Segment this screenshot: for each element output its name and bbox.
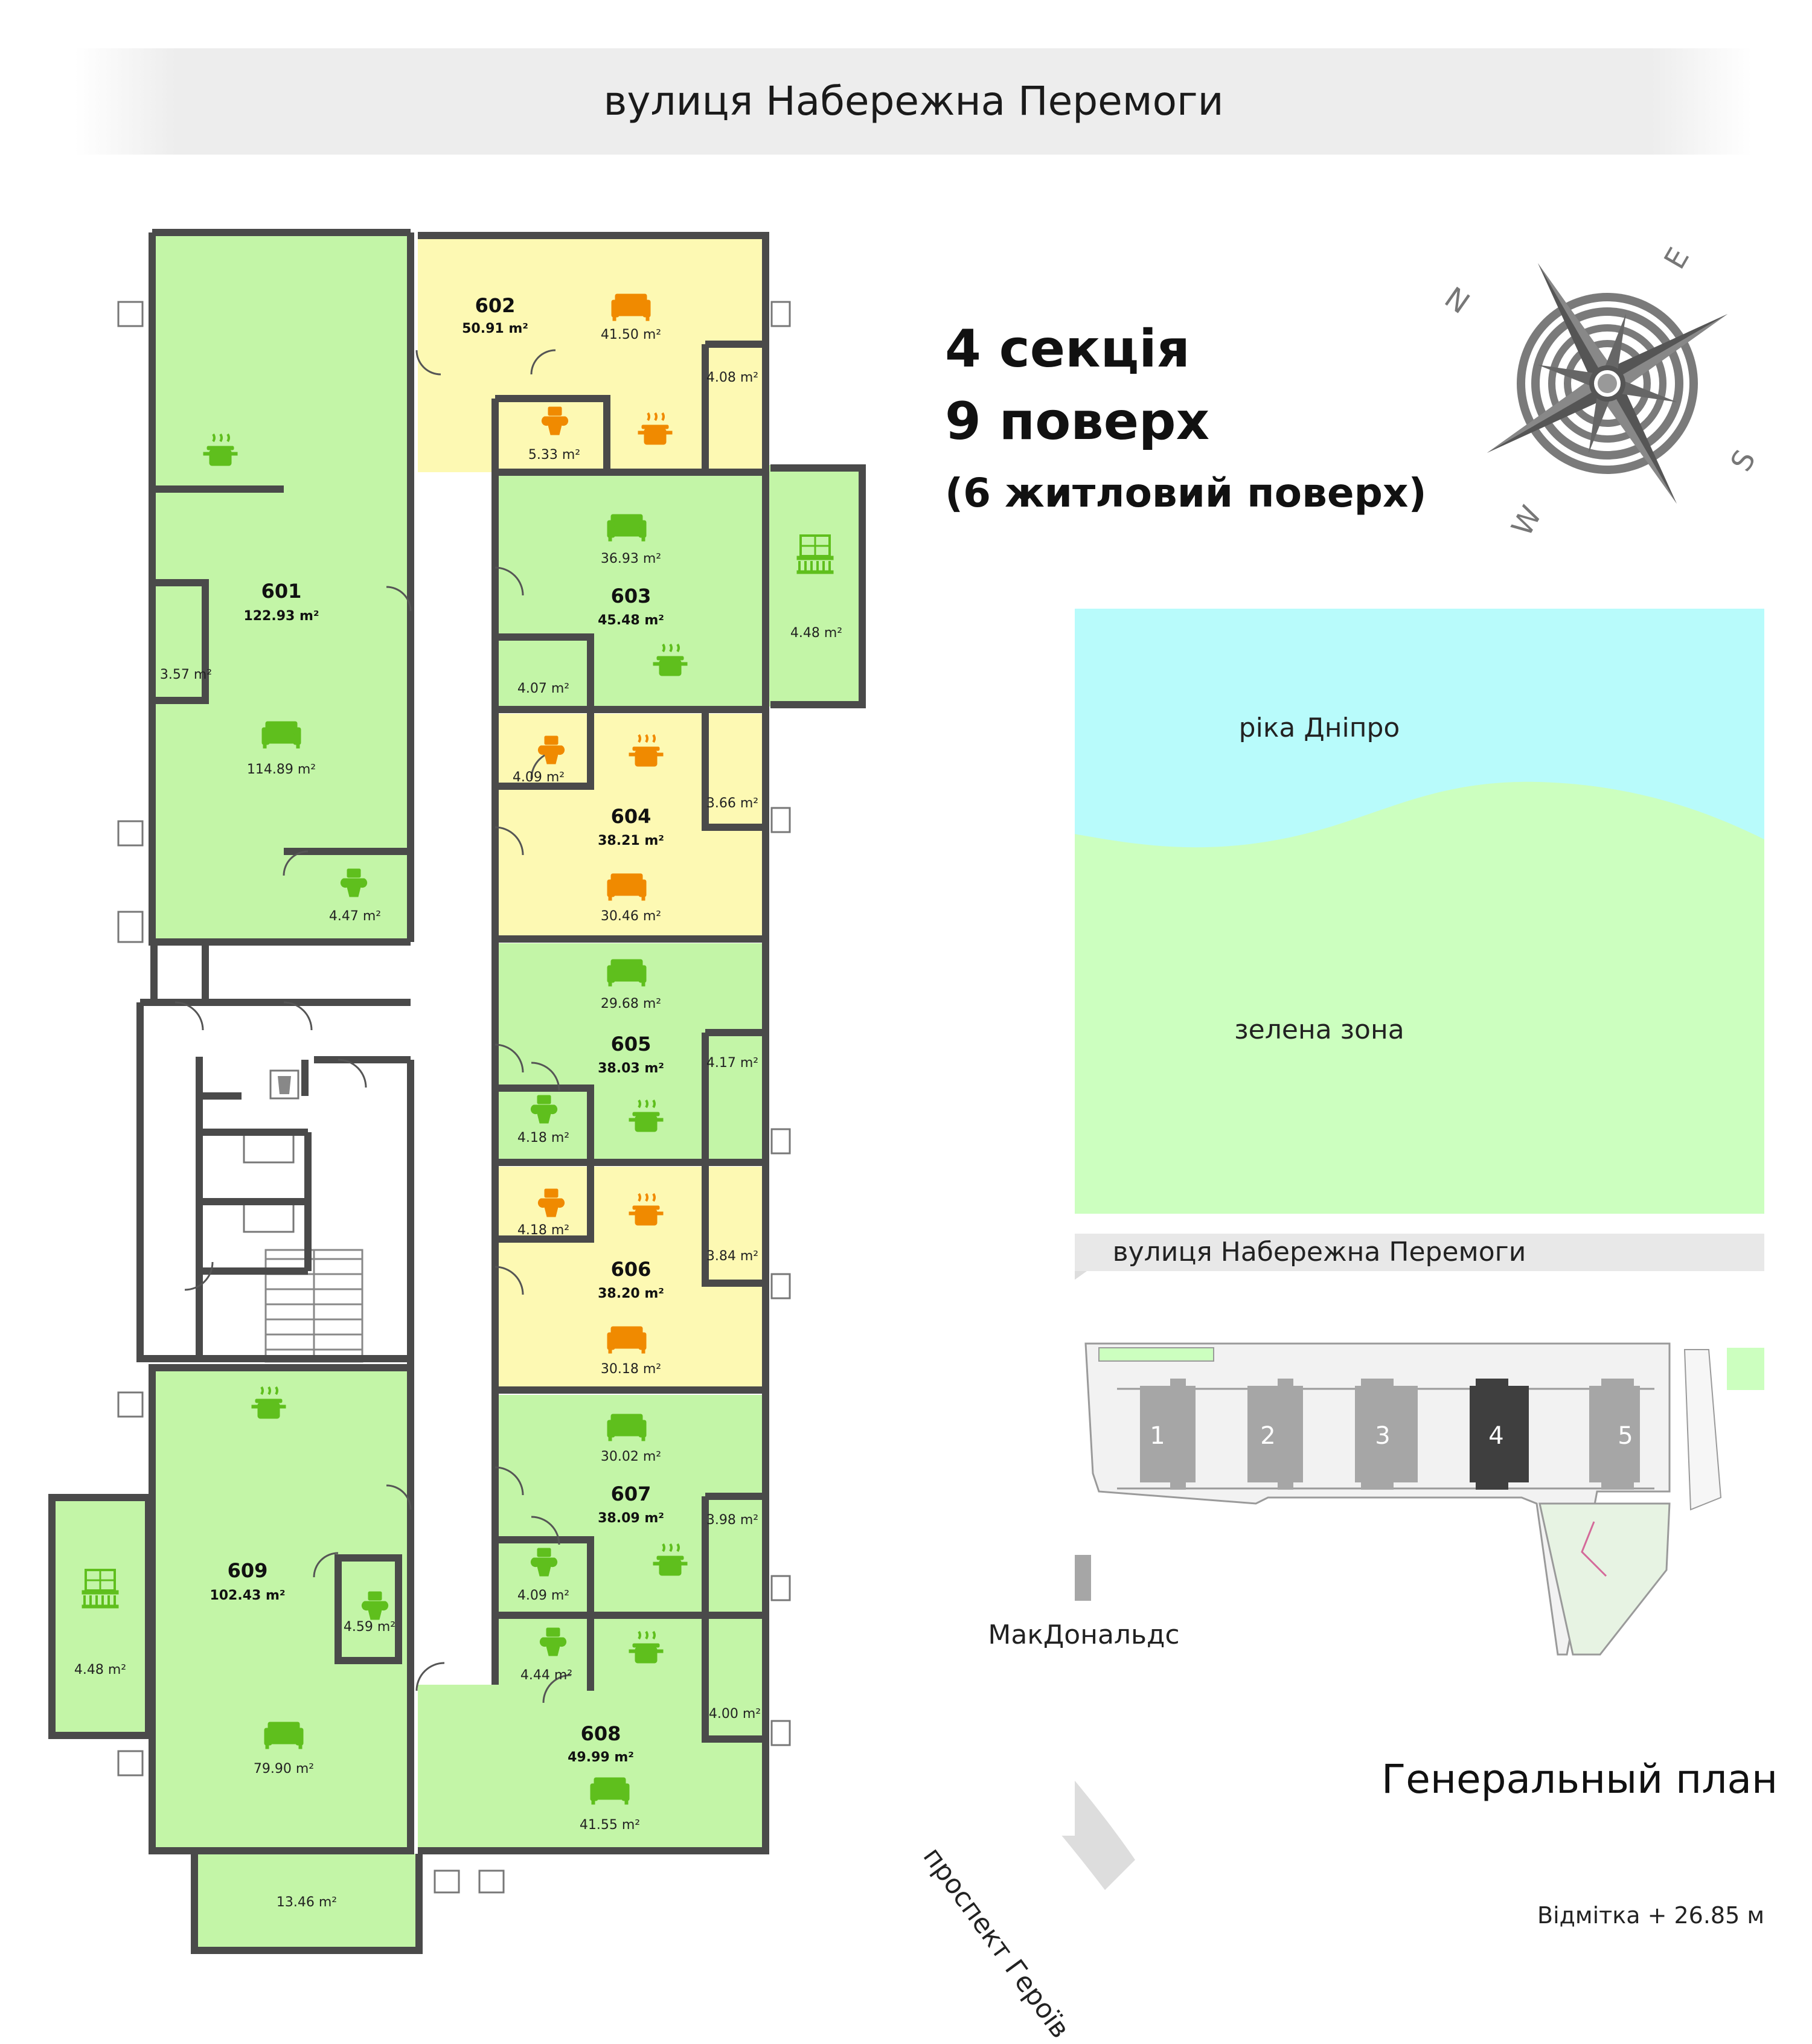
apartment-608-room: 41.55 m² [579, 1818, 641, 1833]
apartment-602-room: 5.33 m² [528, 447, 581, 463]
apartment-601-room: 3.57 m² [159, 667, 213, 682]
apartment-609-room: 4.48 m² [74, 1662, 127, 1677]
apartment-607-room: 4.09 m² [517, 1588, 570, 1603]
elevation-label: Відмітка + 26.85 м [1537, 1902, 1765, 1929]
apartment-609-room: 79.90 m² [253, 1761, 315, 1776]
apartment-605-room: 4.17 m² [706, 1056, 759, 1071]
apartment-605-room: 4.18 m² [517, 1130, 570, 1145]
apartment-609-room: 4.59 m² [343, 1620, 396, 1635]
apartment-604-room: 4.09 m² [512, 770, 565, 785]
section-title: 4 секція [945, 319, 1190, 379]
apartment-606-area: 38.20 m² [598, 1286, 664, 1301]
apartment-608-room: 4.00 m² [708, 1706, 761, 1722]
floor-title: 9 поверх [945, 391, 1210, 452]
apartment-605-number: 605 [610, 1033, 651, 1056]
green-zone-area [915, 781, 1764, 1214]
apartment-607-room: 3.98 m² [706, 1513, 759, 1528]
apartment-606-room: 30.18 m² [600, 1362, 662, 1377]
apartment-606-number: 606 [610, 1258, 651, 1281]
apartment-602-room: 41.50 m² [600, 327, 662, 342]
apartment-603-number: 603 [610, 585, 651, 607]
top-street-band [75, 48, 1752, 155]
site-section-3: 3 [1375, 1422, 1391, 1450]
apartment-607-area: 38.09 m² [598, 1511, 664, 1526]
site-section-1: 1 [1150, 1422, 1165, 1450]
master-plan-label: Генеральный план [1381, 1756, 1778, 1802]
apartment-607-number: 607 [610, 1482, 651, 1505]
site-section-4: 4 [1488, 1422, 1504, 1450]
apartment-608-room: 4.44 m² [520, 1668, 573, 1683]
walls [48, 229, 866, 1954]
apartment-606-room: 3.84 m² [706, 1249, 759, 1264]
apartment-608-area: 49.99 m² [568, 1750, 634, 1765]
site-plan [1084, 1342, 1764, 1656]
apartment-602-number: 602 [475, 294, 516, 317]
apartment-601-room: 114.89 m² [246, 762, 316, 777]
residential-floor-title: (6 житловий поверх) [945, 470, 1427, 516]
embankment-street-label: вулиця Набережна Перемоги [1112, 1237, 1526, 1267]
apartment-601-area: 122.93 m² [243, 609, 319, 624]
green-zone-label: зелена зона [1234, 1014, 1404, 1045]
apartment-603-room: 36.93 m² [600, 551, 662, 566]
apartment-604-number: 604 [610, 805, 651, 828]
apartment-602-room: 4.08 m² [706, 370, 759, 385]
apartment-609-room: 13.46 m² [276, 1895, 338, 1910]
site-section-5: 5 [1618, 1422, 1633, 1450]
floor-plan-drawing [48, 229, 1764, 1954]
apartment-609-number: 609 [227, 1559, 268, 1582]
apartment-603-area: 45.48 m² [598, 613, 664, 628]
apartment-604-area: 38.21 m² [598, 833, 664, 848]
apartment-602-area: 50.91 m² [462, 321, 528, 336]
apartment-608-number: 608 [580, 1722, 621, 1745]
apartment-609-area: 102.43 m² [210, 1588, 286, 1603]
apartment-603-room: 4.48 m² [790, 626, 843, 641]
apartment-603-room: 4.07 m² [517, 681, 570, 696]
mcdonalds-label: МакДональдс [988, 1620, 1180, 1650]
compass-rose [1487, 263, 1728, 504]
site-section-2: 2 [1260, 1422, 1276, 1450]
apartment-605-room: 29.68 m² [600, 996, 662, 1011]
apartment-604-room: 3.66 m² [706, 796, 759, 811]
river-label: ріка Дніпро [1238, 713, 1400, 743]
apartment-601-room: 4.47 m² [328, 909, 382, 924]
apartment-607-room: 30.02 m² [600, 1449, 662, 1464]
apartment-606-room: 4.18 m² [517, 1223, 570, 1238]
apartment-605-area: 38.03 m² [598, 1061, 664, 1076]
apartment-604-room: 30.46 m² [600, 909, 662, 924]
top-street-label: вулиця Набережна Перемоги [603, 78, 1224, 124]
apartment-601-number: 601 [261, 580, 302, 603]
window-railings [117, 301, 791, 1894]
